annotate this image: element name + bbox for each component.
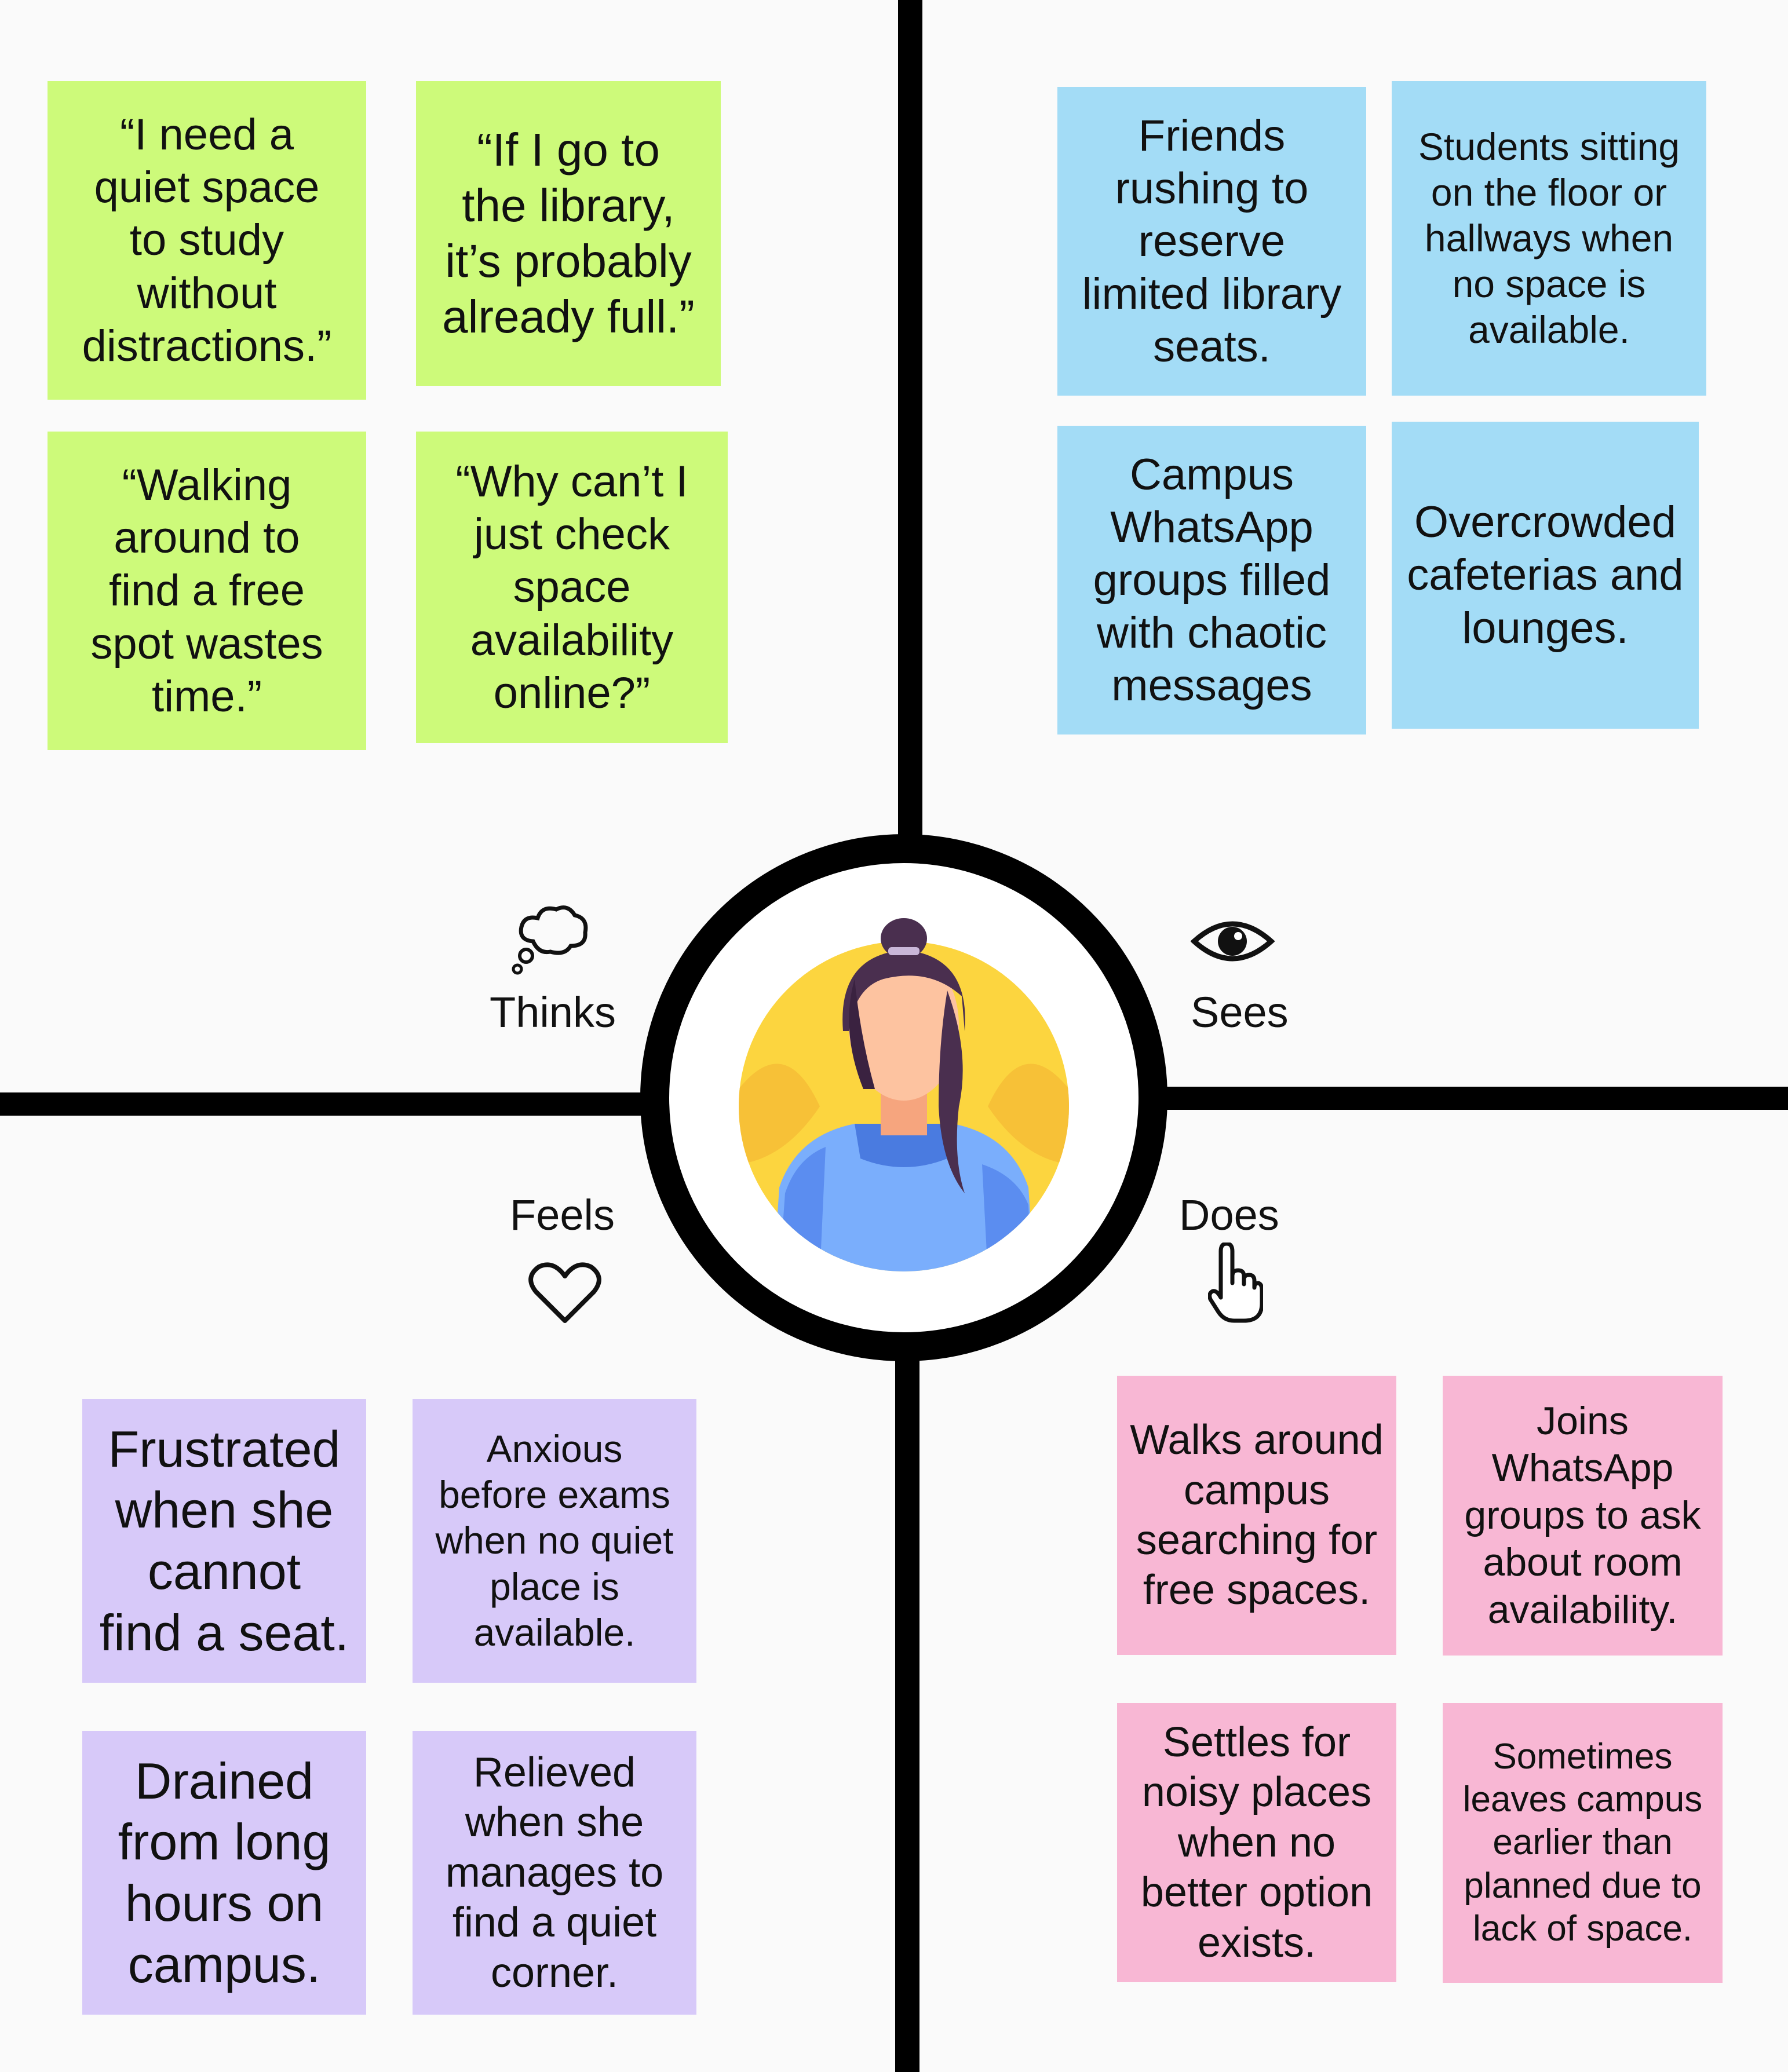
divider-left <box>0 1092 646 1116</box>
does-label: Does <box>1179 1191 1279 1239</box>
thought-bubble-icon <box>512 905 588 975</box>
eye-icon <box>1191 921 1275 962</box>
thinks-note: “If I go to the library, it’s probably a… <box>416 81 721 386</box>
heart-icon <box>528 1262 601 1323</box>
feels-note: Drained from long hours on campus. <box>82 1731 366 2015</box>
does-note: Settles for noisy places when no better … <box>1117 1703 1396 1982</box>
sees-note: Overcrowded cafeterias and lounges. <box>1392 422 1699 729</box>
sees-note: Friends rushing to reserve limited libra… <box>1057 87 1366 396</box>
does-note: Sometimes leaves campus earlier than pla… <box>1443 1703 1723 1983</box>
feels-label: Feels <box>510 1191 615 1239</box>
sees-note: Campus WhatsApp groups filled with chaot… <box>1057 426 1366 734</box>
divider-bottom <box>895 1355 919 2072</box>
thinks-label: Thinks <box>490 988 616 1036</box>
feels-note: Relieved when she manages to find a quie… <box>413 1731 696 2015</box>
divider-top <box>898 0 922 840</box>
sees-note: Students sitting on the floor or hallway… <box>1392 81 1706 396</box>
divider-right <box>1162 1087 1788 1110</box>
thinks-note: “Why can’t I just check space availabili… <box>416 432 728 743</box>
pointing-hand-icon <box>1208 1243 1263 1323</box>
user-avatar-icon <box>739 918 1069 1271</box>
thinks-note: “I need a quiet space to study without d… <box>48 81 366 400</box>
thinks-note: “Walking around to find a free spot wast… <box>48 432 366 750</box>
does-note: Walks around campus searching for free s… <box>1117 1376 1396 1655</box>
sees-label: Sees <box>1191 988 1289 1036</box>
feels-note: Anxious before exams when no quiet place… <box>413 1399 696 1683</box>
feels-note: Frustrated when she cannot find a seat. <box>82 1399 366 1683</box>
does-note: Joins WhatsApp groups to ask about room … <box>1443 1376 1723 1656</box>
